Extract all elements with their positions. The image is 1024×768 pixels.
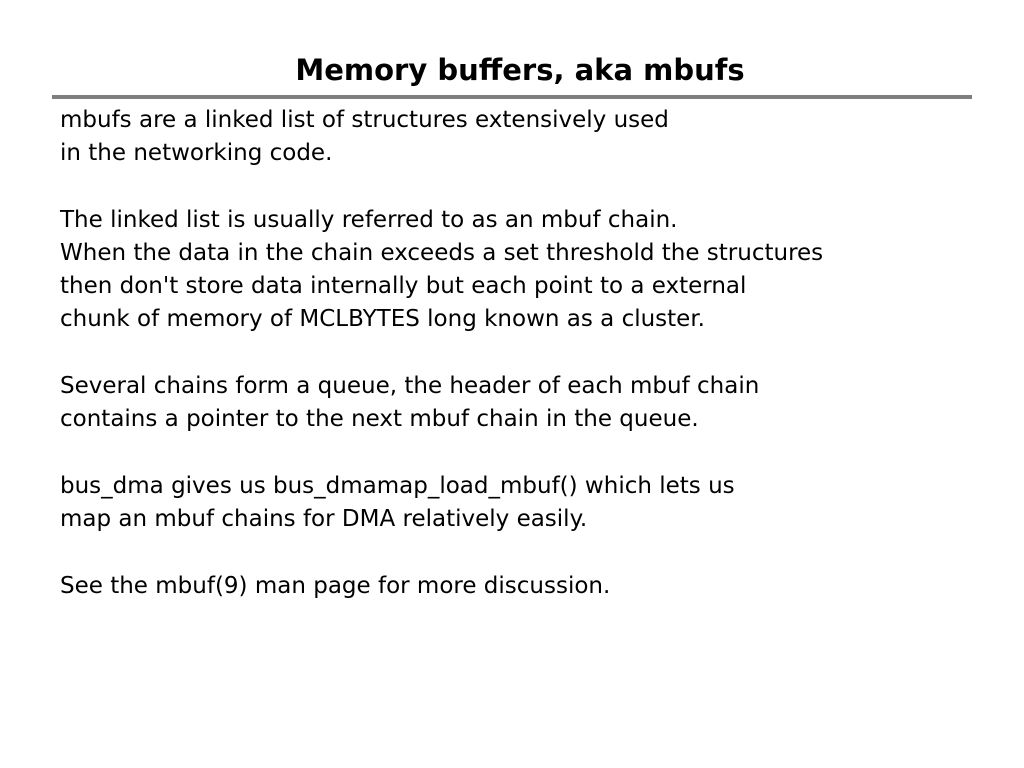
text-line: When the data in the chain exceeds a set… (60, 240, 824, 266)
paragraph-mbuf-chain: The linked list is usually referred to a… (60, 204, 990, 336)
paragraph-queue: Several chains form a queue, the header … (60, 370, 990, 436)
paragraph-bus-dma: bus_dma gives us bus_dmamap_load_mbuf() … (60, 470, 990, 536)
text-line: bus_dma gives us bus_dmamap_load_mbuf() … (60, 473, 735, 499)
text-line: chunk of memory of MCLBYTES long known a… (60, 306, 705, 332)
paragraph-mbuf-definition: mbufs are a linked list of structures ex… (60, 104, 990, 170)
text-line: The linked list is usually referred to a… (60, 207, 678, 233)
text-line: contains a pointer to the next mbuf chai… (60, 406, 699, 432)
text-line: map an mbuf chains for DMA relatively ea… (60, 506, 588, 532)
text-line: Several chains form a queue, the header … (60, 373, 760, 399)
text-line: mbufs are a linked list of structures ex… (60, 107, 669, 133)
text-line: in the networking code. (60, 140, 333, 166)
paragraph-man-page: See the mbuf(9) man page for more discus… (60, 570, 990, 603)
text-line: then don't store data internally but eac… (60, 273, 747, 299)
slide-body: mbufs are a linked list of structures ex… (60, 104, 990, 603)
title-divider (52, 95, 972, 99)
text-line: See the mbuf(9) man page for more discus… (60, 573, 611, 599)
slide-title: Memory buffers, aka mbufs (295, 53, 745, 87)
